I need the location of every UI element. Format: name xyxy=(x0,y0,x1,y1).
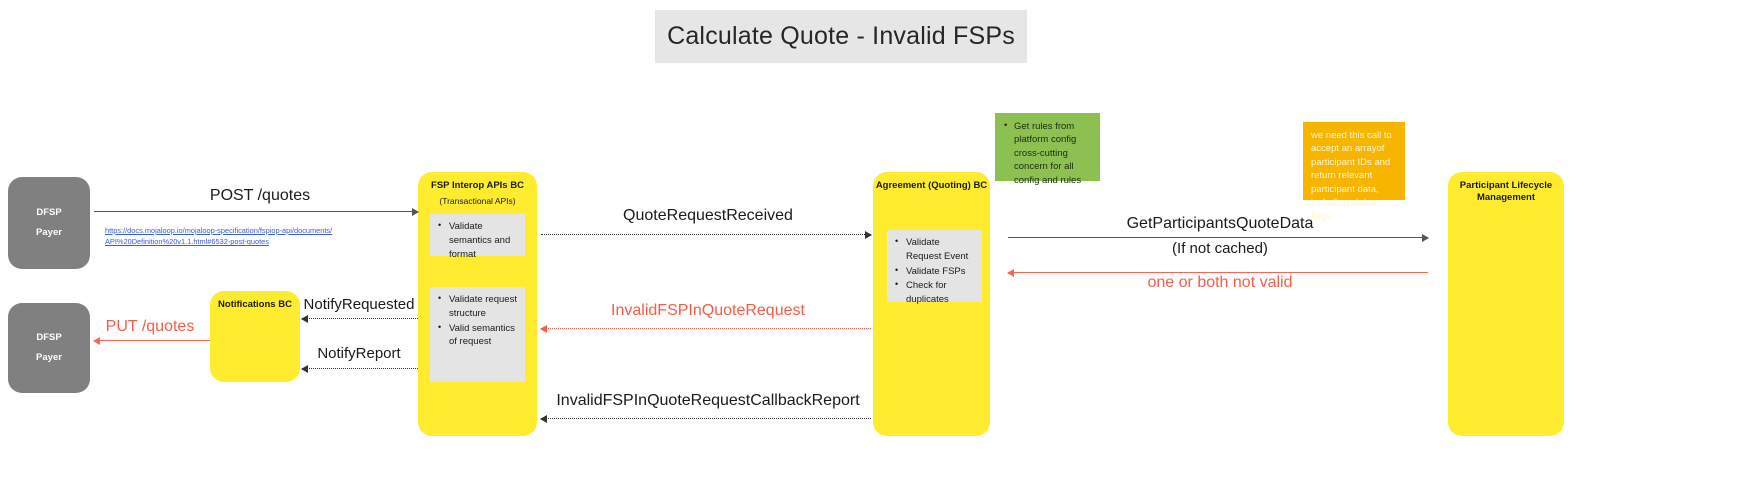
arrow-head-left xyxy=(540,324,547,333)
actor-dfsp-payer-top: DFSP Payer xyxy=(8,177,90,269)
arrow-head-left xyxy=(301,364,308,373)
arrow-head-right xyxy=(1422,233,1429,242)
component-agreement-title: Agreement (Quoting) BC xyxy=(875,180,988,191)
component-fsp-interop-title: FSP Interop APIs BC xyxy=(431,180,524,191)
component-agreement-quoting-bc: Agreement (Quoting) BC Validate Request … xyxy=(873,172,990,436)
arrow-one-or-both-not-valid xyxy=(1007,268,1428,277)
arrow-shaft xyxy=(541,418,871,419)
arrow-notify-report xyxy=(301,364,418,373)
note-green-platform-config: Get rules from platform config cross-cut… xyxy=(995,113,1100,186)
message-label-invalid-fsp-callback-report: InvalidFSPInQuoteRequestCallbackReport xyxy=(556,392,860,409)
arrow-shaft xyxy=(541,328,871,329)
page-title: Calculate Quote - Invalid FSPs xyxy=(667,22,1015,50)
actor-dfsp-payer-bottom-labels: DFSP Payer xyxy=(8,328,90,368)
message-label-one-or-both-not-valid: one or both not valid xyxy=(1147,274,1293,291)
actor-dfsp-payer-bottom: DFSP Payer xyxy=(8,303,90,393)
list-item: Validate request structure xyxy=(438,292,519,321)
component-notifications-bc-title: Notifications BC xyxy=(218,299,292,310)
actor-dfsp-payer-top-labels: DFSP Payer xyxy=(8,203,90,243)
arrow-head-right xyxy=(412,207,419,216)
note-orange-text: we need this call to accept an arrayof p… xyxy=(1311,130,1392,222)
component-participant-lifecycle-title: Participant Lifecycle Management xyxy=(1459,180,1553,203)
arrow-shaft xyxy=(94,340,210,341)
arrow-invalid-fsp-callback-report xyxy=(540,414,871,423)
list-item: Get rules from platform config cross-cut… xyxy=(1003,119,1093,187)
list-item: Validate Request Event xyxy=(895,235,976,264)
message-label-put-quotes: PUT /quotes xyxy=(105,318,195,335)
list-item: Validate FSPs xyxy=(895,264,976,279)
message-label-get-participants-quote-data-sub: (If not cached) xyxy=(1172,240,1268,257)
arrow-shaft xyxy=(1008,272,1428,273)
arrow-shaft xyxy=(541,234,871,235)
component-participant-lifecycle-management: Participant Lifecycle Management xyxy=(1448,172,1564,436)
arrow-put-quotes xyxy=(93,336,210,345)
list-item: Valid semantics of request xyxy=(438,321,519,350)
agreement-validation-box: Validate Request Event Validate FSPs Che… xyxy=(887,230,982,305)
message-label-quote-request-received: QuoteRequestReceived xyxy=(623,207,793,224)
arrow-head-left xyxy=(1007,268,1014,277)
arrow-notify-requested xyxy=(301,314,418,323)
arrow-shaft xyxy=(302,368,418,369)
arrow-post-quotes xyxy=(94,207,419,216)
actor-label-line1: DFSP xyxy=(36,332,62,344)
fsp-interop-validation-list-1: Validate semantics and format xyxy=(438,219,519,261)
list-item: Validate semantics and format xyxy=(438,219,519,261)
fsp-interop-validation-box-1: Validate semantics and format xyxy=(430,214,525,260)
message-label-notify-report: NotifyReport xyxy=(317,345,401,362)
fsp-interop-validation-list-2: Validate request structure Valid semanti… xyxy=(438,292,519,350)
post-quotes-spec-link[interactable]: https://docs.mojaloop.io/mojaloop-specif… xyxy=(105,226,333,247)
actor-label-line1: DFSP xyxy=(36,207,62,219)
arrow-shaft xyxy=(302,318,418,319)
agreement-validation-list: Validate Request Event Validate FSPs Che… xyxy=(895,235,976,307)
note-orange-participant-call: we need this call to accept an arrayof p… xyxy=(1303,122,1405,222)
component-notifications-bc: Notifications BC xyxy=(210,291,300,382)
message-label-get-participants-quote-data: GetParticipantsQuoteData xyxy=(1126,215,1314,232)
arrow-shaft xyxy=(1008,237,1428,238)
note-green-list: Get rules from platform config cross-cut… xyxy=(1003,119,1093,187)
component-fsp-interop-apis-bc: FSP Interop APIs BC (Transactional APIs)… xyxy=(418,172,537,436)
arrow-get-participants-quote-data xyxy=(1008,233,1429,242)
actor-label-line2: Payer xyxy=(36,352,62,363)
arrow-head-left xyxy=(93,336,100,345)
arrow-head-left xyxy=(540,414,547,423)
arrow-shaft xyxy=(94,211,418,212)
message-label-notify-requested: NotifyRequested xyxy=(303,296,415,313)
arrow-quote-request-received xyxy=(541,230,872,239)
component-fsp-interop-subtitle: (Transactional APIs) xyxy=(439,196,516,206)
fsp-interop-validation-box-2: Validate request structure Valid semanti… xyxy=(430,287,525,382)
arrow-head-left xyxy=(301,314,308,323)
arrow-head-right xyxy=(865,230,872,239)
diagram-title-banner: Calculate Quote - Invalid FSPs xyxy=(655,10,1027,63)
message-label-post-quotes: POST /quotes xyxy=(209,187,311,204)
list-item: Check for duplicates xyxy=(895,278,976,307)
actor-label-line2: Payer xyxy=(36,227,62,238)
arrow-invalid-fsp-in-quote-request xyxy=(540,324,871,333)
message-label-invalid-fsp-in-quote-request: InvalidFSPInQuoteRequest xyxy=(611,302,805,319)
